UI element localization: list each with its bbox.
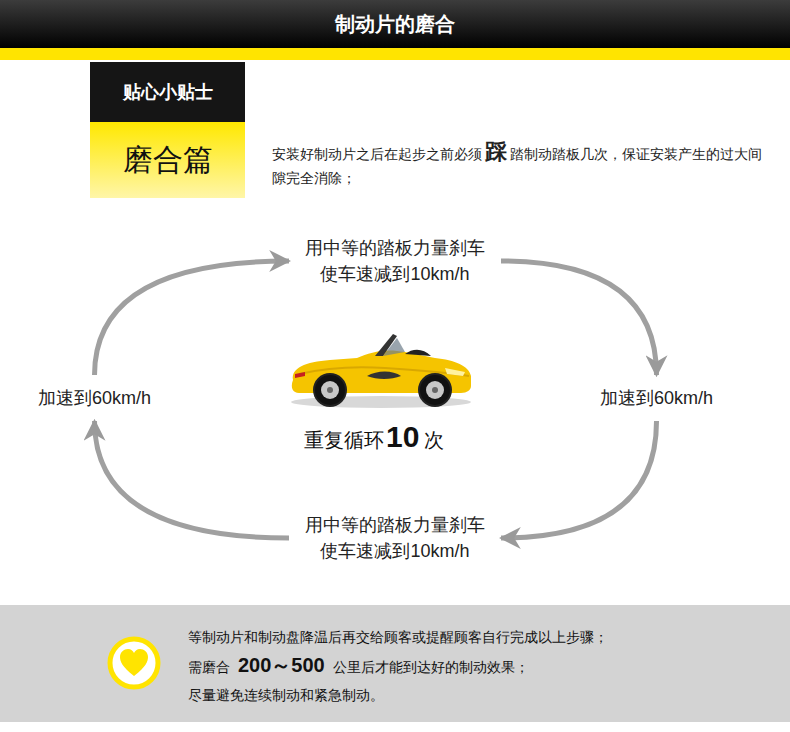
step-text: 加速到60km/h [600, 385, 713, 411]
yellow-stripe [0, 48, 790, 60]
heart-icon [104, 633, 164, 693]
cycle-arrow [501, 421, 657, 538]
title-band: 制动片的磨合 [0, 0, 790, 48]
highlight-number: 200～500 [238, 654, 325, 676]
note-text: 公里后才能到达好的制动效果； [333, 659, 529, 675]
node-text: 用中等的踏板力量刹车 使车速减到10km/h [305, 515, 485, 561]
note-text: 需磨合 [188, 659, 230, 675]
label-text: 重复循环 [304, 429, 384, 451]
cycle-arrow [95, 421, 289, 538]
step-text: 加速到60km/h [38, 385, 151, 411]
node-text: 贴心小贴士 [123, 80, 213, 104]
note-line: 等制动片和制动盘降温后再交给顾客或提醒顾客自行完成以上步骤； [188, 623, 790, 651]
note-line: 尽量避免连续制动和紧急制动。 [188, 681, 790, 709]
emphasis-text: 踩 [485, 139, 507, 164]
node-text: 加速到60km/h [600, 388, 713, 408]
step-text: 用中等的踏板力量刹车 使车速减到10km/h [299, 512, 491, 564]
node-text: 加速到60km/h [38, 388, 151, 408]
label-text: 次 [424, 429, 444, 451]
step-text: 用中等的踏板力量刹车 使车速减到10km/h [299, 235, 491, 287]
node-text: 用中等的踏板力量刹车 使车速减到10km/h [305, 238, 485, 284]
label-text: 安装好制动片之后在起步之前必须 [272, 146, 482, 162]
note-line: 需磨合 200～500 公里后才能到达好的制动效果； [188, 651, 790, 681]
title-text: 制动片的磨合 [335, 11, 455, 38]
note-text: 尽量避免连续制动和紧急制动。 [188, 687, 384, 703]
tip-header-box: 贴心小贴士 [90, 62, 245, 122]
node-text: 磨合篇 [123, 140, 213, 181]
instruction-text: 安装好制动片之后在起步之前必须踩踏制动踏板几次，保证安装产生的过大间隙完全消除； [272, 140, 767, 190]
tip-title-box: 磨合篇 [90, 122, 245, 198]
car-illustration [285, 318, 475, 410]
note-text: 等制动片和制动盘降温后再交给顾客或提醒顾客自行完成以上步骤； [188, 629, 608, 645]
emphasis-text: 10 [386, 420, 419, 453]
cycle-arrow [95, 261, 289, 375]
cycle-arrow [501, 261, 657, 375]
repeat-text: 重复循环10次 [304, 420, 444, 454]
note-band: 等制动片和制动盘降温后再交给顾客或提醒顾客自行完成以上步骤； 需磨合 200～500… [0, 605, 790, 722]
